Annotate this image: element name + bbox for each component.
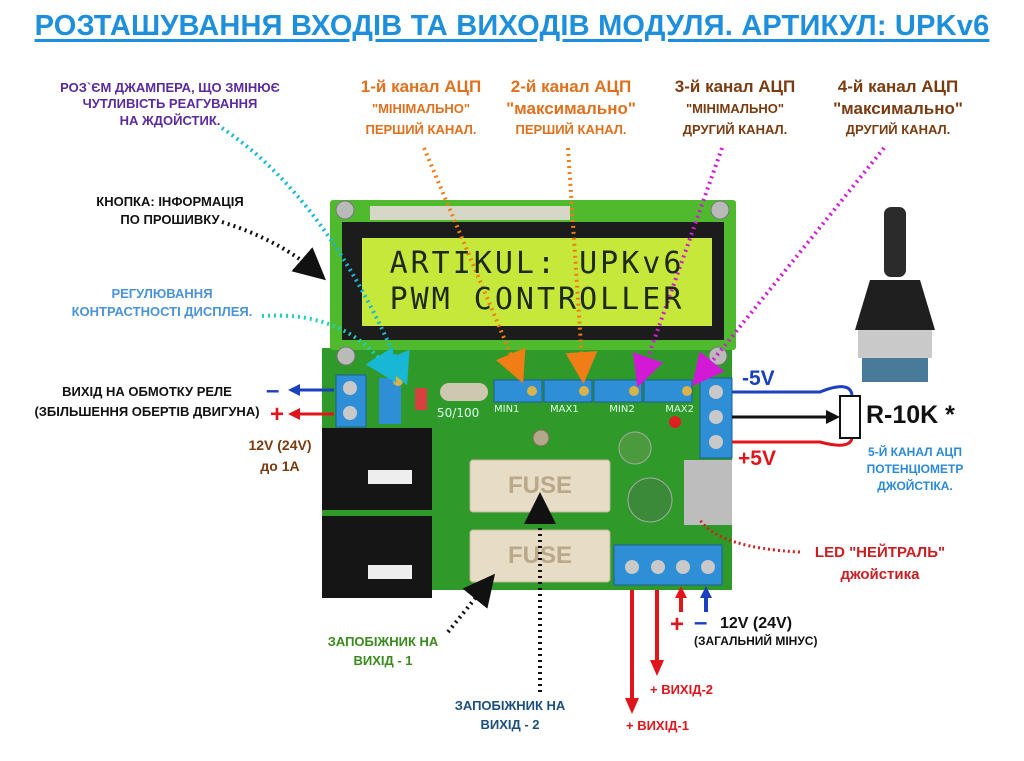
potentiometer-symbol [839, 395, 861, 439]
led-pointer [698, 519, 801, 554]
power-plus-sign: + [670, 611, 685, 638]
jumper-label: РОЗ`ЄМ ДЖАМПЕРА, ЩО ЗМІНЮЄ ЧУТЛИВІСТЬ РЕ… [60, 80, 280, 128]
lcd-line-2: PWM CONTROLLER [389, 282, 685, 317]
screw [336, 346, 356, 366]
adc4-label: 4-й канал АЦП "максимально" ДРУГИЙ КАНАЛ… [833, 77, 963, 137]
heatsink-1 [322, 428, 432, 510]
capacitor [618, 431, 652, 465]
fuse1-label: ЗАПОБІЖНИК НА ВИХІД - 1 [327, 634, 439, 669]
heatsink-2 [322, 516, 432, 598]
fuse2-label: ЗАПОБІЖНИК НА ВИХІД - 2 [454, 698, 566, 733]
adc3-label: 3-й канал АЦП "МІНІМАЛЬНО" ДРУГИЙ КАНАЛ. [674, 77, 796, 137]
led [669, 416, 681, 428]
trimmer-min2 [593, 379, 643, 403]
trimmer-label: MIN1 [494, 404, 520, 415]
lcd-line-1: ARTIKUL: UPKv6 [389, 246, 685, 281]
relay-power-label: 12V (24V) до 1А [248, 437, 312, 474]
adc3-pointer [632, 147, 724, 388]
relay-minus-sign: – [266, 377, 280, 404]
adc2-label: 2-й канал АЦП "максимально" ПЕРШИЙ КАНАЛ… [506, 77, 636, 137]
plus5v-wire [732, 437, 854, 447]
output2-label: + ВИХІД-2 [650, 682, 714, 697]
fuse1-pointer [446, 573, 496, 634]
mounting-hole [532, 429, 550, 447]
minus5v-label: -5V [742, 367, 775, 390]
adc2-pointer [565, 147, 598, 384]
lcd-screen [362, 238, 712, 326]
adc1-label: 1-й канал АЦП "МІНІМАЛЬНО" ПЕРШИЙ КАНАЛ. [360, 77, 482, 137]
trimmer-label: MIN2 [609, 404, 635, 415]
button-pointer [221, 220, 327, 281]
screw [710, 200, 730, 220]
power-minus-sign: – [694, 609, 708, 636]
plus5v-label: +5V [738, 447, 776, 470]
contrast-trimmer [379, 378, 401, 424]
relay-plus-sign: + [270, 401, 285, 428]
adc4-pointer [691, 146, 886, 387]
screw [335, 200, 355, 220]
button-label: КНОПКА: ІНФОРМАЦІЯ ПО ПРОШИВКУ [96, 194, 244, 228]
trimmer-label: MAX2 [665, 404, 694, 415]
capacitor [627, 477, 673, 523]
power-voltage-label: 12V (24V) [720, 615, 793, 632]
contrast-pointer [261, 313, 397, 383]
regulator-heatsink [684, 460, 732, 525]
jumper-pointer [220, 126, 410, 386]
led-label: LED "НЕЙТРАЛЬ" джойстика [814, 544, 946, 583]
lcd-display: ARTIKUL: UPKv6 PWM CONTROLLER [362, 246, 712, 318]
crystal [440, 383, 488, 401]
relay-output-label: ВИХІД НА ОБМОТКУ РЕЛЕ (ЗБІЛЬШЕННЯ ОБЕРТІ… [34, 384, 260, 420]
adc5-label: 5-Й КАНАЛ АЦП ПОТЕНЦІОМЕТР ДЖОЙСТІКА. [866, 445, 964, 493]
jumper [415, 388, 427, 410]
lcd-header-pins [370, 206, 570, 220]
jumper-marking: 50/100 [437, 406, 480, 420]
resistor-label: R-10K * [866, 401, 955, 429]
trimmer-labels: MIN1 MAX1 MIN2 MAX2 [494, 404, 694, 415]
fuse-1-text: FUSE [508, 472, 572, 499]
joystick-image [855, 207, 935, 382]
contrast-label: РЕГУЛЮВАННЯ КОНТРАСТНОСТІ ДИСПЛЕЯ. [71, 286, 253, 320]
page-title: РОЗТАШУВАННЯ ВХОДІВ ТА ВИХОДІВ МОДУЛЯ. А… [34, 10, 990, 42]
screw [708, 346, 728, 366]
output1-label: + ВИХІД-1 [626, 718, 690, 733]
power-common-label: (ЗАГАЛЬНИЙ МІНУС) [694, 634, 818, 648]
trimmer-label: MAX1 [550, 404, 579, 415]
minus5v-wire [732, 385, 854, 396]
